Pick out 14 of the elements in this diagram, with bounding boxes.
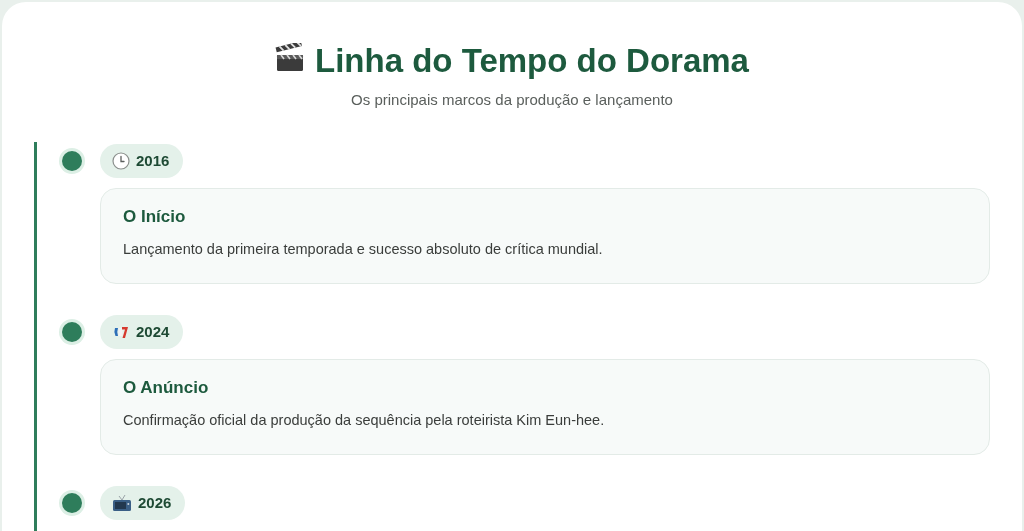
event-card <box>100 188 990 284</box>
event-description: Confirmação oficial da produção da sequência pela roteirista Kim Eun-hee. <box>123 411 605 430</box>
year-label: 2016 <box>136 152 170 170</box>
year-label: 2024 <box>136 323 170 341</box>
event-card <box>100 359 990 455</box>
year-label: 2026 <box>138 494 172 512</box>
year-tag <box>100 315 184 349</box>
subtitle: Os principais marcos da produção e lançamento <box>351 90 673 110</box>
event-title: O Anúncio <box>123 377 209 399</box>
event-title: O Início <box>123 206 186 228</box>
event-description: Lançamento da primeira temporada e sucesso absoluto de crítica mundial. <box>123 240 603 259</box>
year-tag <box>100 144 184 178</box>
page-title: Linha do Tempo do Dorama <box>315 42 749 80</box>
year-tag <box>100 486 186 520</box>
